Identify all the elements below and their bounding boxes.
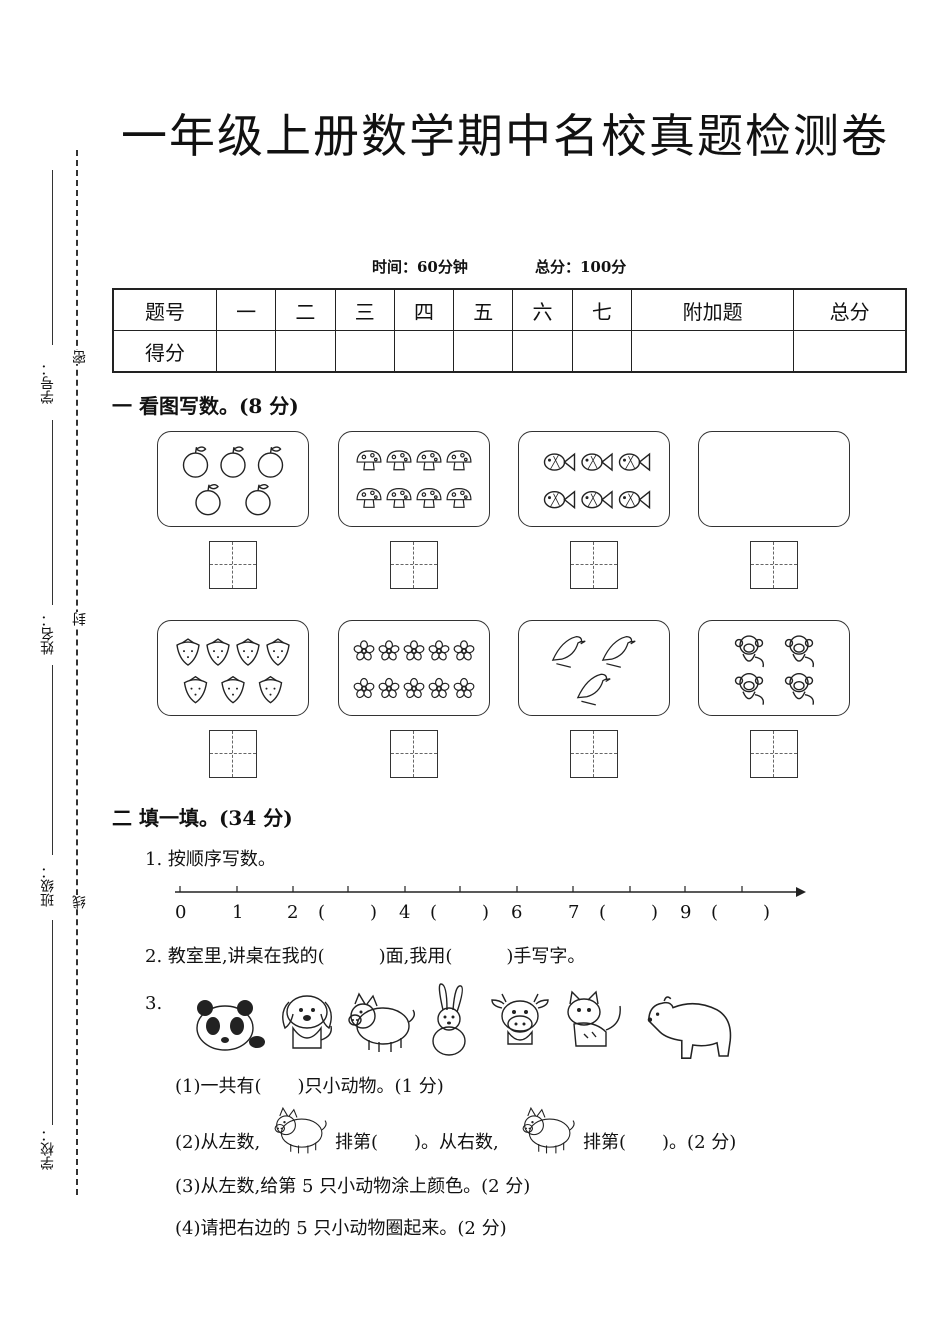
number-line-label: 0 bbox=[175, 902, 187, 923]
answer-grid-monkeys[interactable] bbox=[750, 730, 798, 778]
question-2: 2. 教室里,讲桌在我的( )面,我用( )手写字。 bbox=[145, 946, 586, 967]
score-cell[interactable] bbox=[630, 330, 795, 373]
picture-box-empty bbox=[698, 431, 850, 527]
question-3-2b: 排第( )。从右数, bbox=[335, 1132, 499, 1153]
header-cell: 五 bbox=[453, 288, 514, 331]
header-cell: 总分 bbox=[793, 288, 907, 331]
header-cell: 三 bbox=[334, 288, 395, 331]
score-table: 题号 一 二 三 四 五 六 七 附加题 总分 得分 bbox=[112, 288, 907, 373]
number-line-label: ) bbox=[763, 902, 771, 923]
binding-line bbox=[76, 150, 78, 1195]
panda-icon[interactable] bbox=[195, 990, 275, 1074]
fill-line-name bbox=[52, 420, 53, 605]
page-title: 一年级上册数学期中名校真题检测卷 bbox=[121, 109, 889, 163]
number-line-label: 2 bbox=[287, 902, 299, 923]
number-line-label[interactable] bbox=[614, 902, 632, 928]
header-cell: 四 bbox=[393, 288, 455, 331]
number-line-label: ( bbox=[711, 902, 719, 923]
number-line-label[interactable] bbox=[445, 902, 463, 928]
number-line-label: 1 bbox=[232, 902, 244, 923]
fill-line-id bbox=[52, 170, 53, 345]
score-cell[interactable] bbox=[393, 330, 455, 373]
answer-grid-strawberries[interactable] bbox=[209, 730, 257, 778]
rabbit-icon[interactable] bbox=[425, 983, 485, 1069]
picture-box-birds bbox=[518, 620, 670, 716]
cat-icon[interactable] bbox=[560, 990, 634, 1074]
section1-heading: 一 看图写数。(8 分) bbox=[112, 394, 299, 418]
picture-box-mushrooms bbox=[338, 431, 490, 527]
answer-grid-empty[interactable] bbox=[750, 541, 798, 589]
exam-time: 时间：60分钟 bbox=[372, 258, 468, 276]
row-label: 得分 bbox=[112, 330, 217, 373]
exam-total: 总分：100分 bbox=[535, 258, 627, 276]
pig-icon bbox=[520, 1105, 584, 1161]
picture-box-monkeys bbox=[698, 620, 850, 716]
question-3-3: (3)从左数,给第 5 只小动物涂上颜色。(2 分) bbox=[175, 1176, 531, 1197]
score-table-row: 得分 bbox=[112, 330, 907, 373]
number-line-label: ( bbox=[430, 902, 438, 923]
score-cell[interactable] bbox=[275, 330, 336, 373]
answer-grid-mushrooms[interactable] bbox=[390, 541, 438, 589]
number-line-label: 6 bbox=[511, 902, 523, 923]
cow-icon[interactable] bbox=[490, 990, 560, 1074]
answer-grid-fish[interactable] bbox=[570, 541, 618, 589]
answer-grid-birds[interactable] bbox=[570, 730, 618, 778]
score-cell[interactable] bbox=[571, 330, 632, 373]
question-3-2a: (2)从左数, bbox=[175, 1132, 261, 1153]
question-3-1: (1)一共有( )只小动物。(1 分) bbox=[175, 1076, 444, 1097]
pig-icon bbox=[272, 1105, 336, 1161]
pig-icon[interactable] bbox=[345, 990, 425, 1074]
fill-line-school bbox=[52, 920, 53, 1125]
score-cell[interactable] bbox=[453, 330, 514, 373]
answer-grid-flowers[interactable] bbox=[390, 730, 438, 778]
dog-icon[interactable] bbox=[275, 990, 349, 1074]
header-cell: 七 bbox=[571, 288, 632, 331]
number-line-label: ) bbox=[370, 902, 378, 923]
fill-line-class bbox=[52, 665, 53, 855]
score-table-header: 题号 一 二 三 四 五 六 七 附加题 总分 bbox=[112, 288, 907, 331]
section2-heading: 二 填一填。(34 分) bbox=[112, 806, 293, 830]
number-line-label: ) bbox=[651, 902, 659, 923]
number-line-label: 4 bbox=[399, 902, 411, 923]
picture-box-strawberries bbox=[157, 620, 309, 716]
question-1: 1. 按顺序写数。 bbox=[145, 849, 276, 870]
question-3-4: (4)请把右边的 5 只小动物圈起来。(2 分) bbox=[175, 1218, 507, 1239]
answer-grid-apples[interactable] bbox=[209, 541, 257, 589]
number-line-label: 9 bbox=[680, 902, 692, 923]
score-cell[interactable] bbox=[334, 330, 395, 373]
score-cell[interactable] bbox=[793, 330, 907, 373]
number-line-label: 7 bbox=[568, 902, 580, 923]
number-line-label: ( bbox=[599, 902, 607, 923]
number-line-label[interactable] bbox=[333, 902, 351, 928]
picture-box-flowers bbox=[338, 620, 490, 716]
question-3-2c: 排第( )。(2 分) bbox=[583, 1132, 737, 1153]
picture-box-fish bbox=[518, 431, 670, 527]
score-cell[interactable] bbox=[215, 330, 277, 373]
question-3-label: 3. bbox=[145, 993, 163, 1014]
number-line-label: ( bbox=[318, 902, 326, 923]
picture-box-apples bbox=[157, 431, 309, 527]
number-line-label: ) bbox=[482, 902, 490, 923]
header-cell: 二 bbox=[275, 288, 336, 331]
number-line-label[interactable] bbox=[726, 902, 744, 928]
bear-icon[interactable] bbox=[640, 990, 756, 1074]
